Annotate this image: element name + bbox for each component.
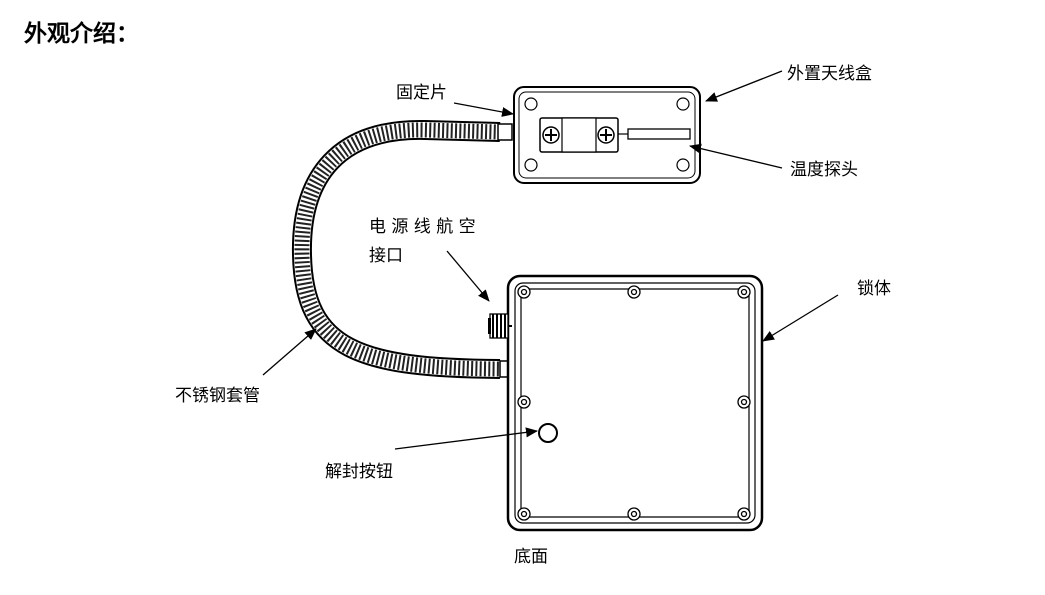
arrow-temp-probe xyxy=(689,143,783,169)
arrow-lock-body xyxy=(762,294,839,342)
label-temp-probe: 温度探头 xyxy=(790,160,858,180)
steel-hose xyxy=(291,119,515,379)
unseal-button xyxy=(538,423,558,443)
label-power-connector-2: 接口 xyxy=(369,246,403,266)
antenna-box xyxy=(513,86,701,184)
label-steel-hose: 不锈钢套管 xyxy=(175,386,260,406)
arrow-fixing-piece xyxy=(453,102,514,117)
label-unseal-button: 解封按钮 xyxy=(325,462,393,482)
arrow-steel-hose xyxy=(262,328,317,376)
arrow-antenna-box xyxy=(705,70,783,102)
label-antenna-box: 外置天线盒 xyxy=(787,64,872,84)
label-power-connector-1: 电 源 线 航 空 xyxy=(369,217,476,237)
label-bottom-view: 底面 xyxy=(514,547,548,567)
power-connector xyxy=(488,313,512,339)
page-heading: 外观介绍： xyxy=(24,21,139,47)
arrow-power-connector xyxy=(446,250,490,302)
temperature-probe xyxy=(618,128,691,140)
fixing-piece xyxy=(539,117,619,153)
label-lock-body: 锁体 xyxy=(857,279,891,299)
label-fixing-piece: 固定片 xyxy=(396,83,447,103)
lock-body xyxy=(506,274,764,532)
arrow-unseal-button xyxy=(394,427,538,450)
